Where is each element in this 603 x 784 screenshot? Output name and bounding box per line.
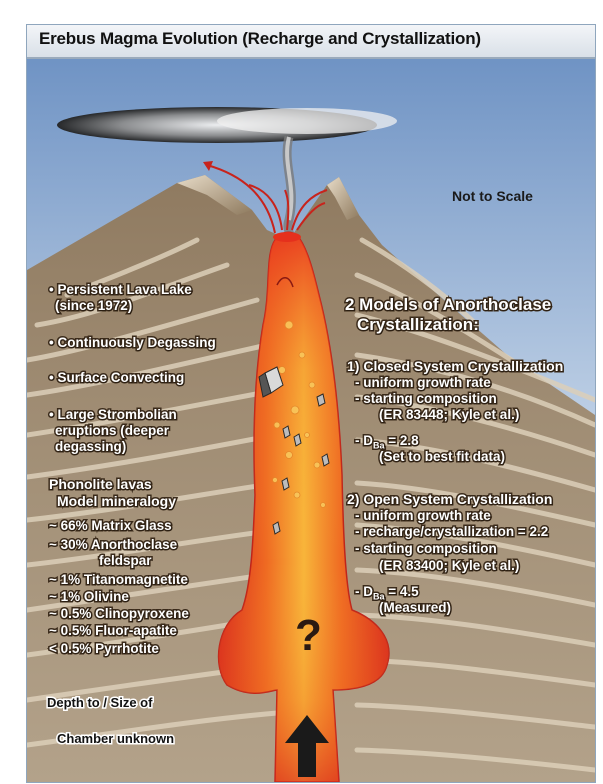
diagram-title: Erebus Magma Evolution (Recharge and Cry… [39,29,481,49]
mineral-item: feldspar [99,553,152,569]
mineral-item: ~ 1% Olivine [49,589,129,605]
model-2-line: (Measured) [379,600,451,616]
diagram-title-bar: Erebus Magma Evolution (Recharge and Cry… [27,25,595,59]
model-2-line: - recharge/crystallization = 2.2 [355,524,548,540]
scale-note: Not to Scale [452,188,533,204]
model-2-line: - starting composition [355,541,497,557]
note-line: (since 1972) [55,298,132,314]
model-2-line: (ER 83400; Kyle et al.) [379,558,519,574]
mineralogy-heading: Model mineralogy [57,493,176,509]
mineral-item: ~ 0.5% Clinopyroxene [49,606,189,622]
models-heading: Crystallization: [357,315,479,335]
mineral-item: ~ 0.5% Fluor-apatite [49,623,177,639]
mineral-item: ~ 1% Titanomagnetite [49,572,188,588]
chamber-note: Depth to / Size of [47,695,152,711]
note-line: eruptions (deeper [55,423,169,439]
model-2-line: - uniform growth rate [355,508,491,524]
mineral-item: ~ 66% Matrix Glass [49,518,172,534]
note-line: degassing) [55,439,126,455]
mineralogy-heading: Phonolite lavas [49,476,152,492]
note-line: • Continuously Degassing [49,335,216,351]
mineral-item: < 0.5% Pyrrhotite [49,641,159,657]
volcano-scene [27,25,595,782]
chamber-note: Chamber unknown [57,731,174,747]
note-line: • Surface Convecting [49,370,184,386]
note-line: • Persistent Lava Lake [49,282,192,298]
model-2-title: 2) Open System Crystallization [347,491,552,507]
note-line: • Large Strombolian [49,407,177,423]
model-1-line: - starting composition [355,391,497,407]
diagram-frame: Erebus Magma Evolution (Recharge and Cry… [26,24,596,783]
model-1-line: (ER 83448; Kyle et al.) [379,407,519,423]
mineral-item: ~ 30% Anorthoclase [49,537,177,553]
chamber-question-mark: ? [295,611,322,661]
model-1-title: 1) Closed System Crystallization [347,358,563,374]
model-1-line: - uniform growth rate [355,375,491,391]
model-1-line: (Set to best fit data) [379,449,505,465]
models-heading: 2 Models of Anorthoclase [345,295,551,315]
